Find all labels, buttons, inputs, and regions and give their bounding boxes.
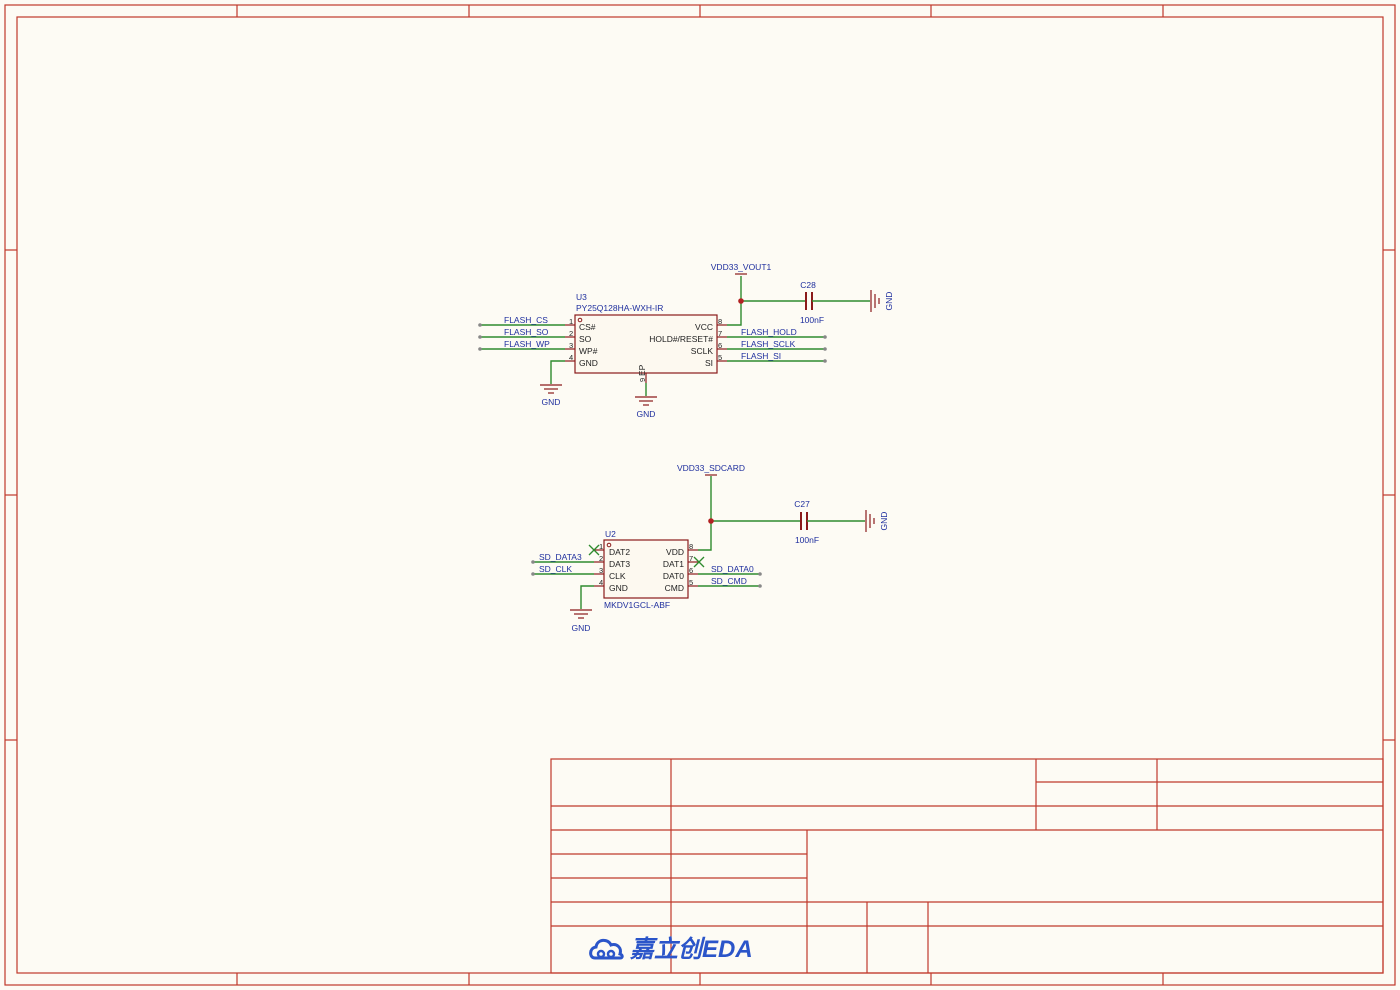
u2-pin2-name: DAT3 [609, 559, 630, 569]
gnd-label-u3-pin4: GND [542, 397, 561, 407]
net-sd-clk[interactable]: SD_CLK [539, 564, 572, 574]
u2-left-nets: SD_DATA3 SD_CLK [531, 552, 594, 609]
c27-capacitor[interactable]: C27 100nF [794, 499, 819, 545]
u3-pin3-number: 3 [569, 341, 573, 350]
c28-capacitor[interactable]: C28 100nF [800, 280, 824, 325]
power-flag-vdd33-sdcard: VDD33_SDCARD [677, 463, 745, 476]
u2-pin2-number: 2 [599, 554, 603, 563]
net-flash-so[interactable]: FLASH_SO [504, 327, 549, 337]
u2-pin6-name: DAT0 [663, 571, 684, 581]
gnd-label-u2-pin4: GND [572, 623, 591, 633]
u3-pin4-number: 4 [569, 353, 573, 362]
gnd-symbol-c28: GND [812, 290, 894, 312]
u3-pin9-number: 9 [638, 378, 647, 382]
u2-pin1-number: 1 [599, 542, 603, 551]
net-vdd33-sdcard[interactable]: VDD33_SDCARD [677, 463, 745, 473]
u2-pin5-number: 5 [689, 578, 693, 587]
u2-pin8-name: VDD [666, 547, 684, 557]
title-block [550, 758, 1384, 974]
net-vdd33-vout1[interactable]: VDD33_VOUT1 [711, 262, 772, 272]
c27-value: 100nF [795, 535, 819, 545]
net-flash-cs[interactable]: FLASH_CS [504, 315, 548, 325]
gnd-symbol-u3-pin4: GND [540, 384, 562, 407]
u3-ep-name: EP [637, 364, 647, 376]
net-flash-sclk[interactable]: FLASH_SCLK [741, 339, 796, 349]
net-flash-si[interactable]: FLASH_SI [741, 351, 781, 361]
u3-flash-chip[interactable]: U3 PY25Q128HA-WXH-IR 1 2 3 4 CS# SO WP# … [565, 292, 727, 383]
power-flag-vdd33-vout1: VDD33_VOUT1 [711, 262, 772, 275]
gnd-label-c27: GND [879, 512, 889, 531]
u3-designator: U3 [576, 292, 587, 302]
u3-pin1-name: CS# [579, 322, 596, 332]
u2-pin4-name: GND [609, 583, 628, 593]
u3-pin1-number: 1 [569, 317, 573, 326]
jlc-eda-logo: 嘉立创EDA [589, 936, 753, 963]
u2-pin3-name: CLK [609, 571, 626, 581]
u2-pin6-number: 6 [689, 566, 693, 575]
u3-pin3-name: WP# [579, 346, 598, 356]
no-connect-u2-pin1 [588, 544, 600, 556]
gnd-label-u3-ep: GND [637, 409, 656, 419]
u3-pin7-number: 7 [718, 329, 722, 338]
u3-right-nets: FLASH_HOLD FLASH_SCLK FLASH_SI [727, 276, 827, 363]
sheet-border [4, 4, 1396, 986]
gnd-symbol-c27: GND [807, 510, 889, 532]
logo-text: 嘉立创EDA [629, 936, 753, 963]
u2-designator: U2 [605, 529, 616, 539]
u3-pin5-number: 5 [718, 353, 722, 362]
u2-pin1-name: DAT2 [609, 547, 630, 557]
u2-pin7-name: DAT1 [663, 559, 684, 569]
u3-pin2-number: 2 [569, 329, 573, 338]
c28-designator: C28 [800, 280, 816, 290]
u3-pin2-name: SO [579, 334, 592, 344]
u3-pin6-name: SCLK [691, 346, 714, 356]
u2-part-number: MKDV1GCL-ABF [604, 600, 670, 610]
u3-pin4-name: GND [579, 358, 598, 368]
u3-part-number: PY25Q128HA-WXH-IR [576, 303, 663, 313]
u2-pin3-number: 3 [599, 566, 603, 575]
u3-pin8-name: VCC [695, 322, 713, 332]
u2-pin7-number: 7 [689, 554, 693, 563]
net-sd-cmd[interactable]: SD_CMD [711, 576, 747, 586]
u2-sdcard-chip[interactable]: U2 MKDV1GCL-ABF 1 2 3 4 DAT2 DAT3 CLK GN… [594, 529, 698, 610]
u2-pin5-name: CMD [665, 583, 684, 593]
u2-pin8-number: 8 [689, 542, 693, 551]
gnd-symbol-u2-pin4: GND [570, 609, 592, 633]
u3-pin7-name: HOLD#/RESET# [649, 334, 713, 344]
u2-pin4-number: 4 [599, 578, 603, 587]
net-sd-data0[interactable]: SD_DATA0 [711, 564, 754, 574]
net-flash-wp[interactable]: FLASH_WP [504, 339, 550, 349]
gnd-label-c28: GND [884, 292, 894, 311]
c27-designator: C27 [794, 499, 810, 509]
u3-pin6-number: 6 [718, 341, 722, 350]
net-flash-hold[interactable]: FLASH_HOLD [741, 327, 797, 337]
no-connect-u2-pin7 [693, 556, 705, 568]
gnd-symbol-u3-ep: GND [635, 383, 657, 419]
u3-left-nets: FLASH_CS FLASH_SO FLASH_WP [478, 315, 565, 384]
u3-pin8-number: 8 [718, 317, 722, 326]
u3-pin5-name: SI [705, 358, 713, 368]
u2-right-nets: SD_DATA0 SD_CMD [698, 476, 800, 588]
cloud-logo-icon [589, 938, 624, 960]
c28-value: 100nF [800, 315, 824, 325]
net-sd-data3[interactable]: SD_DATA3 [539, 552, 582, 562]
